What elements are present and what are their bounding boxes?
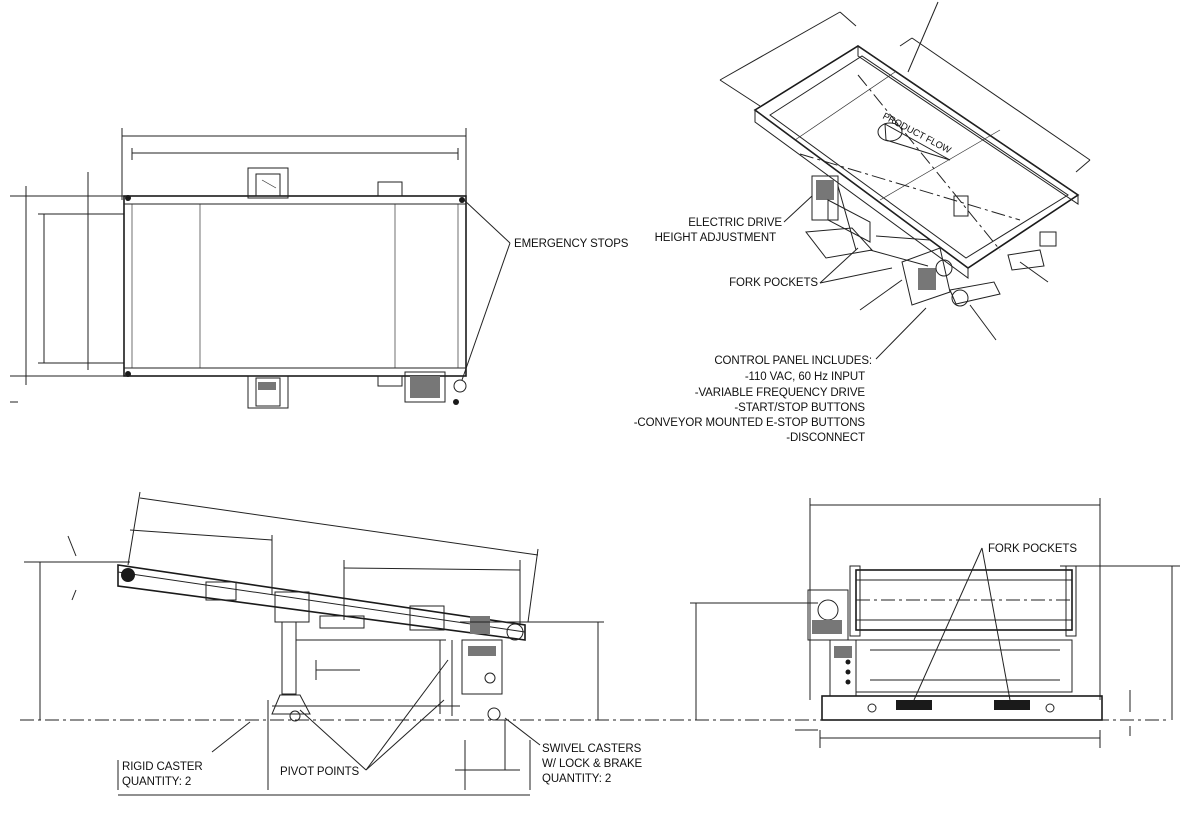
rigid-caster-label: RIGID CASTER [122,761,203,773]
svg-text:-DISCONNECT: -DISCONNECT [786,432,865,444]
fork-pockets-label-iso: FORK POCKETS [729,277,818,289]
swivel-casters-label: SWIVEL CASTERS W/ LOCK & BRAKE QUANTITY:… [542,743,643,785]
svg-text:SWIVEL CASTERS: SWIVEL CASTERS [542,743,642,755]
top-view [10,128,511,409]
svg-text:CONTROL PANEL INCLUDES:: CONTROL PANEL INCLUDES: [714,355,872,367]
svg-text:-START/STOP BUTTONS: -START/STOP BUTTONS [734,402,865,414]
fork-pockets-label-end: FORK POCKETS [988,543,1077,555]
end-view [690,498,1180,748]
rigid-caster-quantity: QUANTITY: 2 [122,776,191,788]
emergency-stops-label: EMERGENCY STOPS [514,238,629,250]
svg-text:W/ LOCK & BRAKE: W/ LOCK & BRAKE [542,758,643,770]
svg-text:-CONVEYOR MOUNTED E-STOP BUTTO: -CONVEYOR MOUNTED E-STOP BUTTONS [634,417,866,429]
pivot-points-label: PIVOT POINTS [280,766,360,778]
isometric-view: PRODUCT FLOW [719,1,1091,360]
svg-text:-110 VAC, 60 Hz INPUT: -110 VAC, 60 Hz INPUT [745,371,865,383]
svg-text:-VARIABLE FREQUENCY DRIVE: -VARIABLE FREQUENCY DRIVE [695,387,866,399]
control-panel-label: CONTROL PANEL INCLUDES: -110 VAC, 60 Hz … [634,355,872,444]
electric-drive-label: ELECTRIC DRIVE [688,217,782,229]
svg-text:QUANTITY: 2: QUANTITY: 2 [542,773,611,785]
height-adjustment-label: HEIGHT ADJUSTMENT [655,232,776,244]
